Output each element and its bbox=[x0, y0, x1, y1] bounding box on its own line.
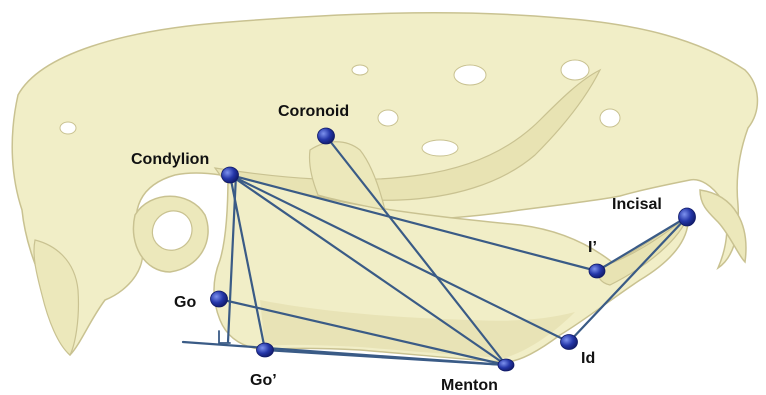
label-menton: Menton bbox=[441, 377, 498, 394]
skull-foramen bbox=[378, 110, 398, 126]
point-menton bbox=[498, 359, 514, 371]
label-id: Id bbox=[581, 350, 595, 367]
skull-foramen bbox=[454, 65, 486, 85]
point-go-prime bbox=[257, 343, 274, 357]
skull-foramen bbox=[600, 109, 620, 127]
auditory-bulla-inner bbox=[152, 211, 192, 250]
upper-incisor bbox=[700, 190, 746, 262]
point-go bbox=[211, 291, 228, 307]
label-go-prime: Go’ bbox=[250, 372, 277, 389]
point-id bbox=[561, 335, 578, 350]
skull-foramen bbox=[352, 65, 368, 75]
point-incisal bbox=[679, 208, 696, 226]
point-coronoid bbox=[318, 128, 335, 144]
label-coronoid: Coronoid bbox=[278, 103, 349, 120]
label-condylion: Condylion bbox=[131, 151, 209, 168]
point-condylion bbox=[222, 167, 239, 183]
skull-foramen bbox=[60, 122, 76, 134]
label-incisal: Incisal bbox=[612, 196, 662, 213]
label-go: Go bbox=[174, 294, 196, 311]
label-i-prime: I’ bbox=[588, 239, 597, 256]
point-i-prime bbox=[589, 264, 605, 278]
skull-foramen bbox=[422, 140, 458, 156]
skull-foramen bbox=[561, 60, 589, 80]
